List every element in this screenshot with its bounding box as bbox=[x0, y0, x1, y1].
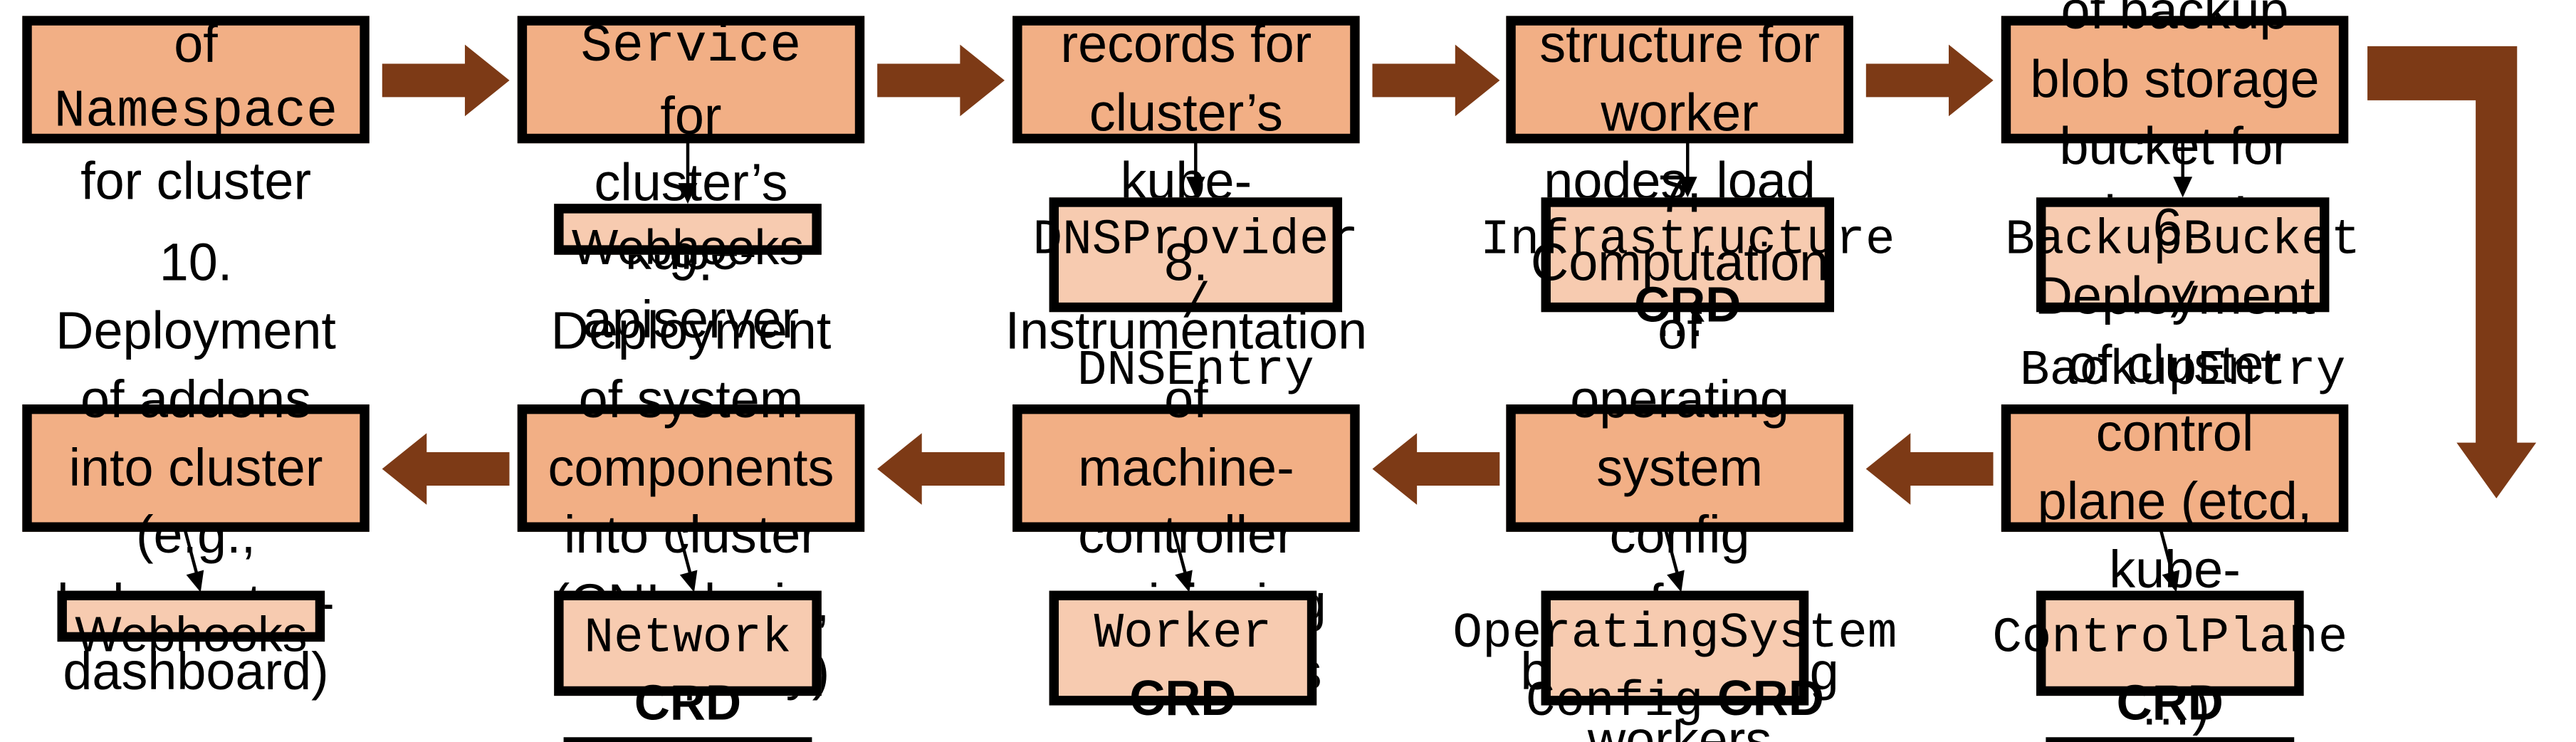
artifact-box-infrastructure-crd-step-4[interactable]: Infrastructure CRD bbox=[1480, 197, 1895, 333]
artifact-box-network-step-9[interactable]: Network CRD Webhooks bbox=[554, 590, 822, 742]
connector-step-2-to-webhooks bbox=[669, 140, 707, 207]
artifact-cell: OperatingSystem Config CRD bbox=[1452, 606, 1897, 731]
step-box-5[interactable]: 5. Preparation of backup blob storage bu… bbox=[2001, 0, 2349, 313]
step-box-3[interactable]: 3. Creation of DNS records for cluster’s… bbox=[1012, 0, 1360, 278]
connector-step-9-to-network bbox=[666, 528, 713, 595]
artifact-cell-webhooks: Webhooks bbox=[563, 738, 812, 742]
step-1-text: 1. Creation of Namespace for cluster bbox=[53, 0, 338, 210]
connector-step-10-to-webhooks bbox=[172, 528, 219, 595]
step-box-6[interactable]: 6. Deployment of cluster control plane (… bbox=[2001, 198, 2349, 735]
artifact-cell-webhooks: Webhooks bbox=[2046, 738, 2295, 742]
artifact-box-webhooks-step-2[interactable]: Webhooks bbox=[554, 204, 822, 276]
step-box-8[interactable]: 8. Instrumentation of machine-controller… bbox=[1005, 232, 1368, 701]
flow-arrow-3-to-4 bbox=[1372, 44, 1500, 117]
artifact-box-osc-crd-step-7[interactable]: OperatingSystem Config CRD bbox=[1452, 590, 1897, 731]
artifact-cell: Webhooks bbox=[571, 219, 805, 276]
artifact-box-webhooks-step-10[interactable]: Webhooks bbox=[57, 590, 325, 662]
connector-step-8-to-worker bbox=[1161, 528, 1208, 595]
step-2-text: 2. Creation of load balancer Service for… bbox=[580, 0, 802, 350]
connector-step-4-to-crd bbox=[1668, 140, 1707, 201]
artifact-cell: Infrastructure CRD bbox=[1480, 213, 1895, 333]
flow-arrow-9-to-10 bbox=[382, 433, 510, 505]
flow-arrow-7-to-8 bbox=[1372, 433, 1500, 505]
step-box-9[interactable]: 9. Deployment of system components into … bbox=[517, 232, 865, 701]
step-box-2[interactable]: 2. Creation of load balancer Service for… bbox=[517, 0, 865, 349]
connector-step-7-to-osc bbox=[1653, 528, 1700, 595]
flow-arrow-4-to-5 bbox=[1865, 44, 1994, 117]
step-box-1[interactable]: 1. Creation of Namespace for cluster bbox=[22, 0, 370, 210]
flow-arrow-6-to-7 bbox=[1865, 433, 1994, 505]
artifact-cell: Webhooks bbox=[75, 606, 308, 663]
artifact-box-controlplane-step-6[interactable]: ControlPlane CRD Webhooks bbox=[1992, 590, 2347, 742]
step-box-7[interactable]: 7. Computation of operating system confi… bbox=[1506, 164, 1853, 742]
step-box-10[interactable]: 10. Deployment of addons into cluster (e… bbox=[22, 232, 370, 701]
flow-arrow-8-to-9 bbox=[877, 433, 1005, 505]
flow-arrow-5-to-6-wraparound bbox=[2348, 45, 2576, 498]
artifact-box-worker-crd-step-8[interactable]: Worker CRD bbox=[1049, 590, 1317, 726]
step-box-4[interactable]: 4. Preparation of infra- structure for w… bbox=[1506, 0, 1853, 347]
flow-arrow-1-to-2 bbox=[382, 44, 510, 117]
artifact-cell: Worker CRD bbox=[1094, 606, 1272, 726]
step-6-text: 6. Deployment of cluster control plane (… bbox=[2034, 198, 2315, 736]
artifact-cell-network-crd: Network CRD bbox=[584, 611, 792, 731]
artifact-box-dns-crd-step-3[interactable]: DNSProvider / DNSEntry CRD bbox=[1033, 197, 1358, 464]
connector-step-6-to-controlplane bbox=[2147, 528, 2195, 595]
flow-arrow-2-to-3 bbox=[877, 44, 1005, 117]
connector-step-3-to-crd bbox=[1176, 140, 1215, 201]
artifact-cell-controlplane-crd: ControlPlane CRD bbox=[1992, 611, 2348, 731]
connector-step-5-to-crd bbox=[2164, 140, 2202, 201]
